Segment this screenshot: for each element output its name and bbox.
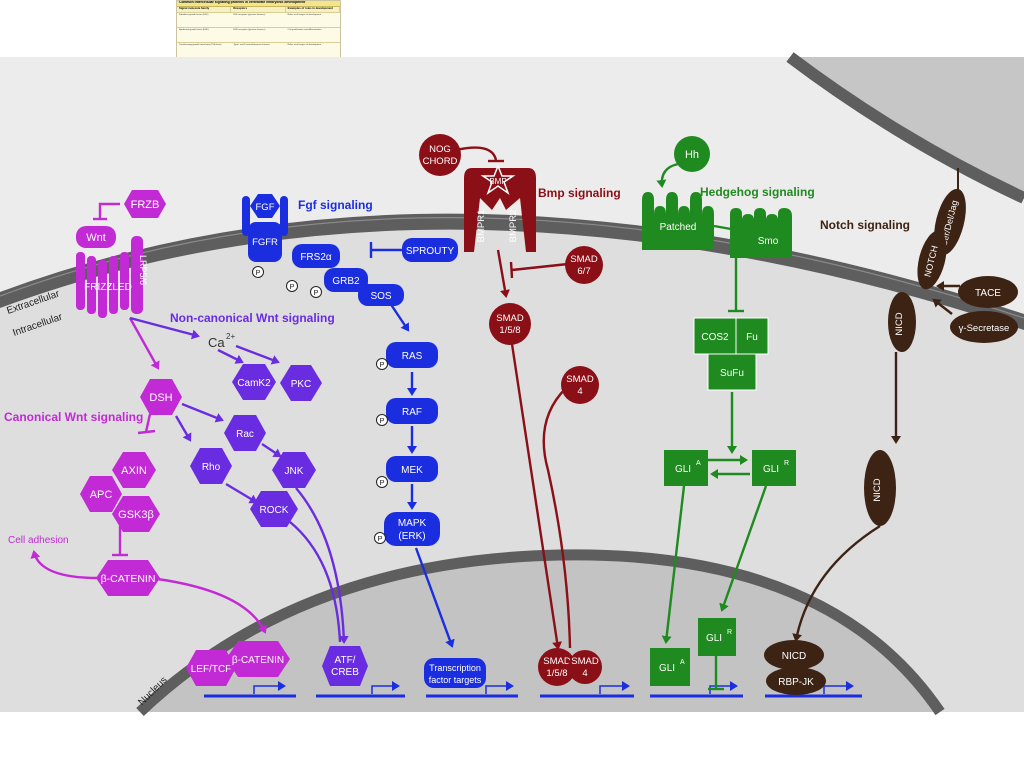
frzb-label: FRZB — [131, 199, 160, 211]
nuclear-smad4-label-line1: SMAD — [571, 656, 599, 667]
atf-creb-label-line1: ATF/ — [335, 655, 356, 666]
fgf-title: Fgf signaling — [298, 198, 373, 212]
notch-title: Notch signaling — [820, 218, 910, 232]
nog-chord-node — [419, 134, 461, 176]
glia-superscript: A — [696, 460, 701, 467]
fgf-label: FGF — [256, 202, 275, 213]
fgfr-label: FGFR — [252, 237, 278, 248]
hh-label: Hh — [685, 149, 699, 161]
smad4-label-line2: 4 — [577, 386, 582, 397]
nuclear-smad4-label-line2: 4 — [582, 668, 587, 679]
bmp-label: BMP — [489, 177, 506, 186]
nuclear-nicd-label: NICD — [782, 651, 806, 662]
beta-catenin-label: β-CATENIN — [101, 573, 156, 585]
phospho-label: P — [379, 478, 384, 487]
nuclear-glia-superscript: A — [680, 659, 685, 666]
sos-label: SOS — [370, 291, 391, 302]
cell-adhesion-label: Cell adhesion — [8, 535, 69, 546]
cos2-label: COS2 — [701, 332, 729, 343]
gsk3b-label: GSK3β — [118, 509, 154, 521]
targets-label-line2: factor targets — [429, 675, 482, 685]
wnt-label: Wnt — [86, 232, 106, 244]
lef-tcf-label: LEF/TCF — [191, 664, 232, 675]
canonical-wnt-title: Canonical Wnt signaling — [4, 410, 143, 424]
jnk-label: JNK — [285, 466, 304, 477]
smad158-label-line1: SMAD — [496, 313, 524, 324]
rbpjk-label: RBP-JK — [778, 677, 814, 688]
nuclear-smad158-label-line2: 1/5/8 — [546, 668, 567, 679]
bmpr2-label: BMPR2 — [508, 210, 519, 243]
frizzled-label: FRIZZLED — [84, 282, 132, 293]
smo-label: Smo — [758, 236, 779, 247]
nicd-cytoplasm-label: NICD — [872, 478, 883, 501]
smad158-node — [489, 303, 531, 345]
smo-receptor — [730, 208, 792, 258]
nicd-membrane-label: NICD — [894, 312, 905, 335]
glir-label: GLI — [763, 464, 779, 475]
smad4-label-line1: SMAD — [566, 374, 594, 385]
mapk-label-line2: (ERK) — [398, 531, 425, 542]
phospho-label: P — [255, 268, 260, 277]
mek-label: MEK — [401, 465, 423, 476]
glir-superscript: R — [784, 460, 789, 467]
smad67-label-line2: 6/7 — [577, 266, 590, 277]
smad67-label-line1: SMAD — [570, 254, 598, 265]
nuclear-beta-catenin-label: β-CATENIN — [232, 655, 284, 666]
mapk-label-line1: MAPK — [398, 518, 427, 529]
rac-label: Rac — [236, 429, 254, 440]
rho-label: Rho — [202, 462, 221, 473]
tace-label: TACE — [975, 288, 1001, 299]
atf-creb-node — [322, 646, 368, 686]
ras-label: RAS — [402, 351, 423, 362]
atf-creb-label-line2: CREB — [331, 667, 359, 678]
frs2a-label: FRS2α — [300, 252, 332, 263]
sufu-label: SuFu — [720, 368, 744, 379]
phospho-label: P — [289, 282, 294, 291]
dsh-label: DSH — [149, 392, 172, 404]
nuclear-glir-label: GLI — [706, 633, 722, 644]
axin-label: AXIN — [121, 465, 147, 477]
nog-label: NOG — [429, 144, 451, 155]
grb2-label: GRB2 — [332, 276, 360, 287]
nuclear-glia-label: GLI — [659, 663, 675, 674]
raf-label: RAF — [402, 407, 422, 418]
apc-label: APC — [90, 489, 113, 501]
nuclear-smad158-label-line1: SMAD — [543, 656, 571, 667]
chord-label: CHORD — [423, 156, 458, 167]
patched-label: Patched — [660, 222, 697, 233]
smad158-label-line2: 1/5/8 — [499, 325, 520, 336]
lrp-label: LRP5/6 — [138, 255, 148, 285]
phospho-label: P — [377, 534, 382, 543]
pkc-label: PKC — [291, 379, 312, 390]
calcium-superscript: 2+ — [226, 332, 235, 341]
calcium-label: Ca — [208, 335, 225, 350]
bmpr1-label: BMPR1 — [476, 210, 487, 243]
sprouty-label: SPROUTY — [406, 246, 455, 257]
hedgehog-title: Hedgehog signaling — [700, 185, 815, 199]
fu-label: Fu — [746, 332, 758, 343]
smad67-node — [565, 246, 603, 284]
phospho-label: P — [379, 360, 384, 369]
gamma-secretase-label: γ-Secretase — [959, 323, 1010, 334]
bmp-title: Bmp signaling — [538, 186, 621, 200]
phospho-label: P — [313, 288, 318, 297]
phospho-label: P — [379, 416, 384, 425]
glia-label: GLI — [675, 464, 691, 475]
camk2-label: CamK2 — [237, 378, 271, 389]
smad4-node — [561, 366, 599, 404]
targets-label-line1: Transcription — [429, 663, 481, 673]
nuclear-glir-superscript: R — [727, 629, 732, 636]
noncanonical-wnt-title: Non-canonical Wnt signaling — [170, 311, 335, 325]
rock-label: ROCK — [260, 505, 289, 516]
inhibition-bar — [511, 262, 512, 278]
